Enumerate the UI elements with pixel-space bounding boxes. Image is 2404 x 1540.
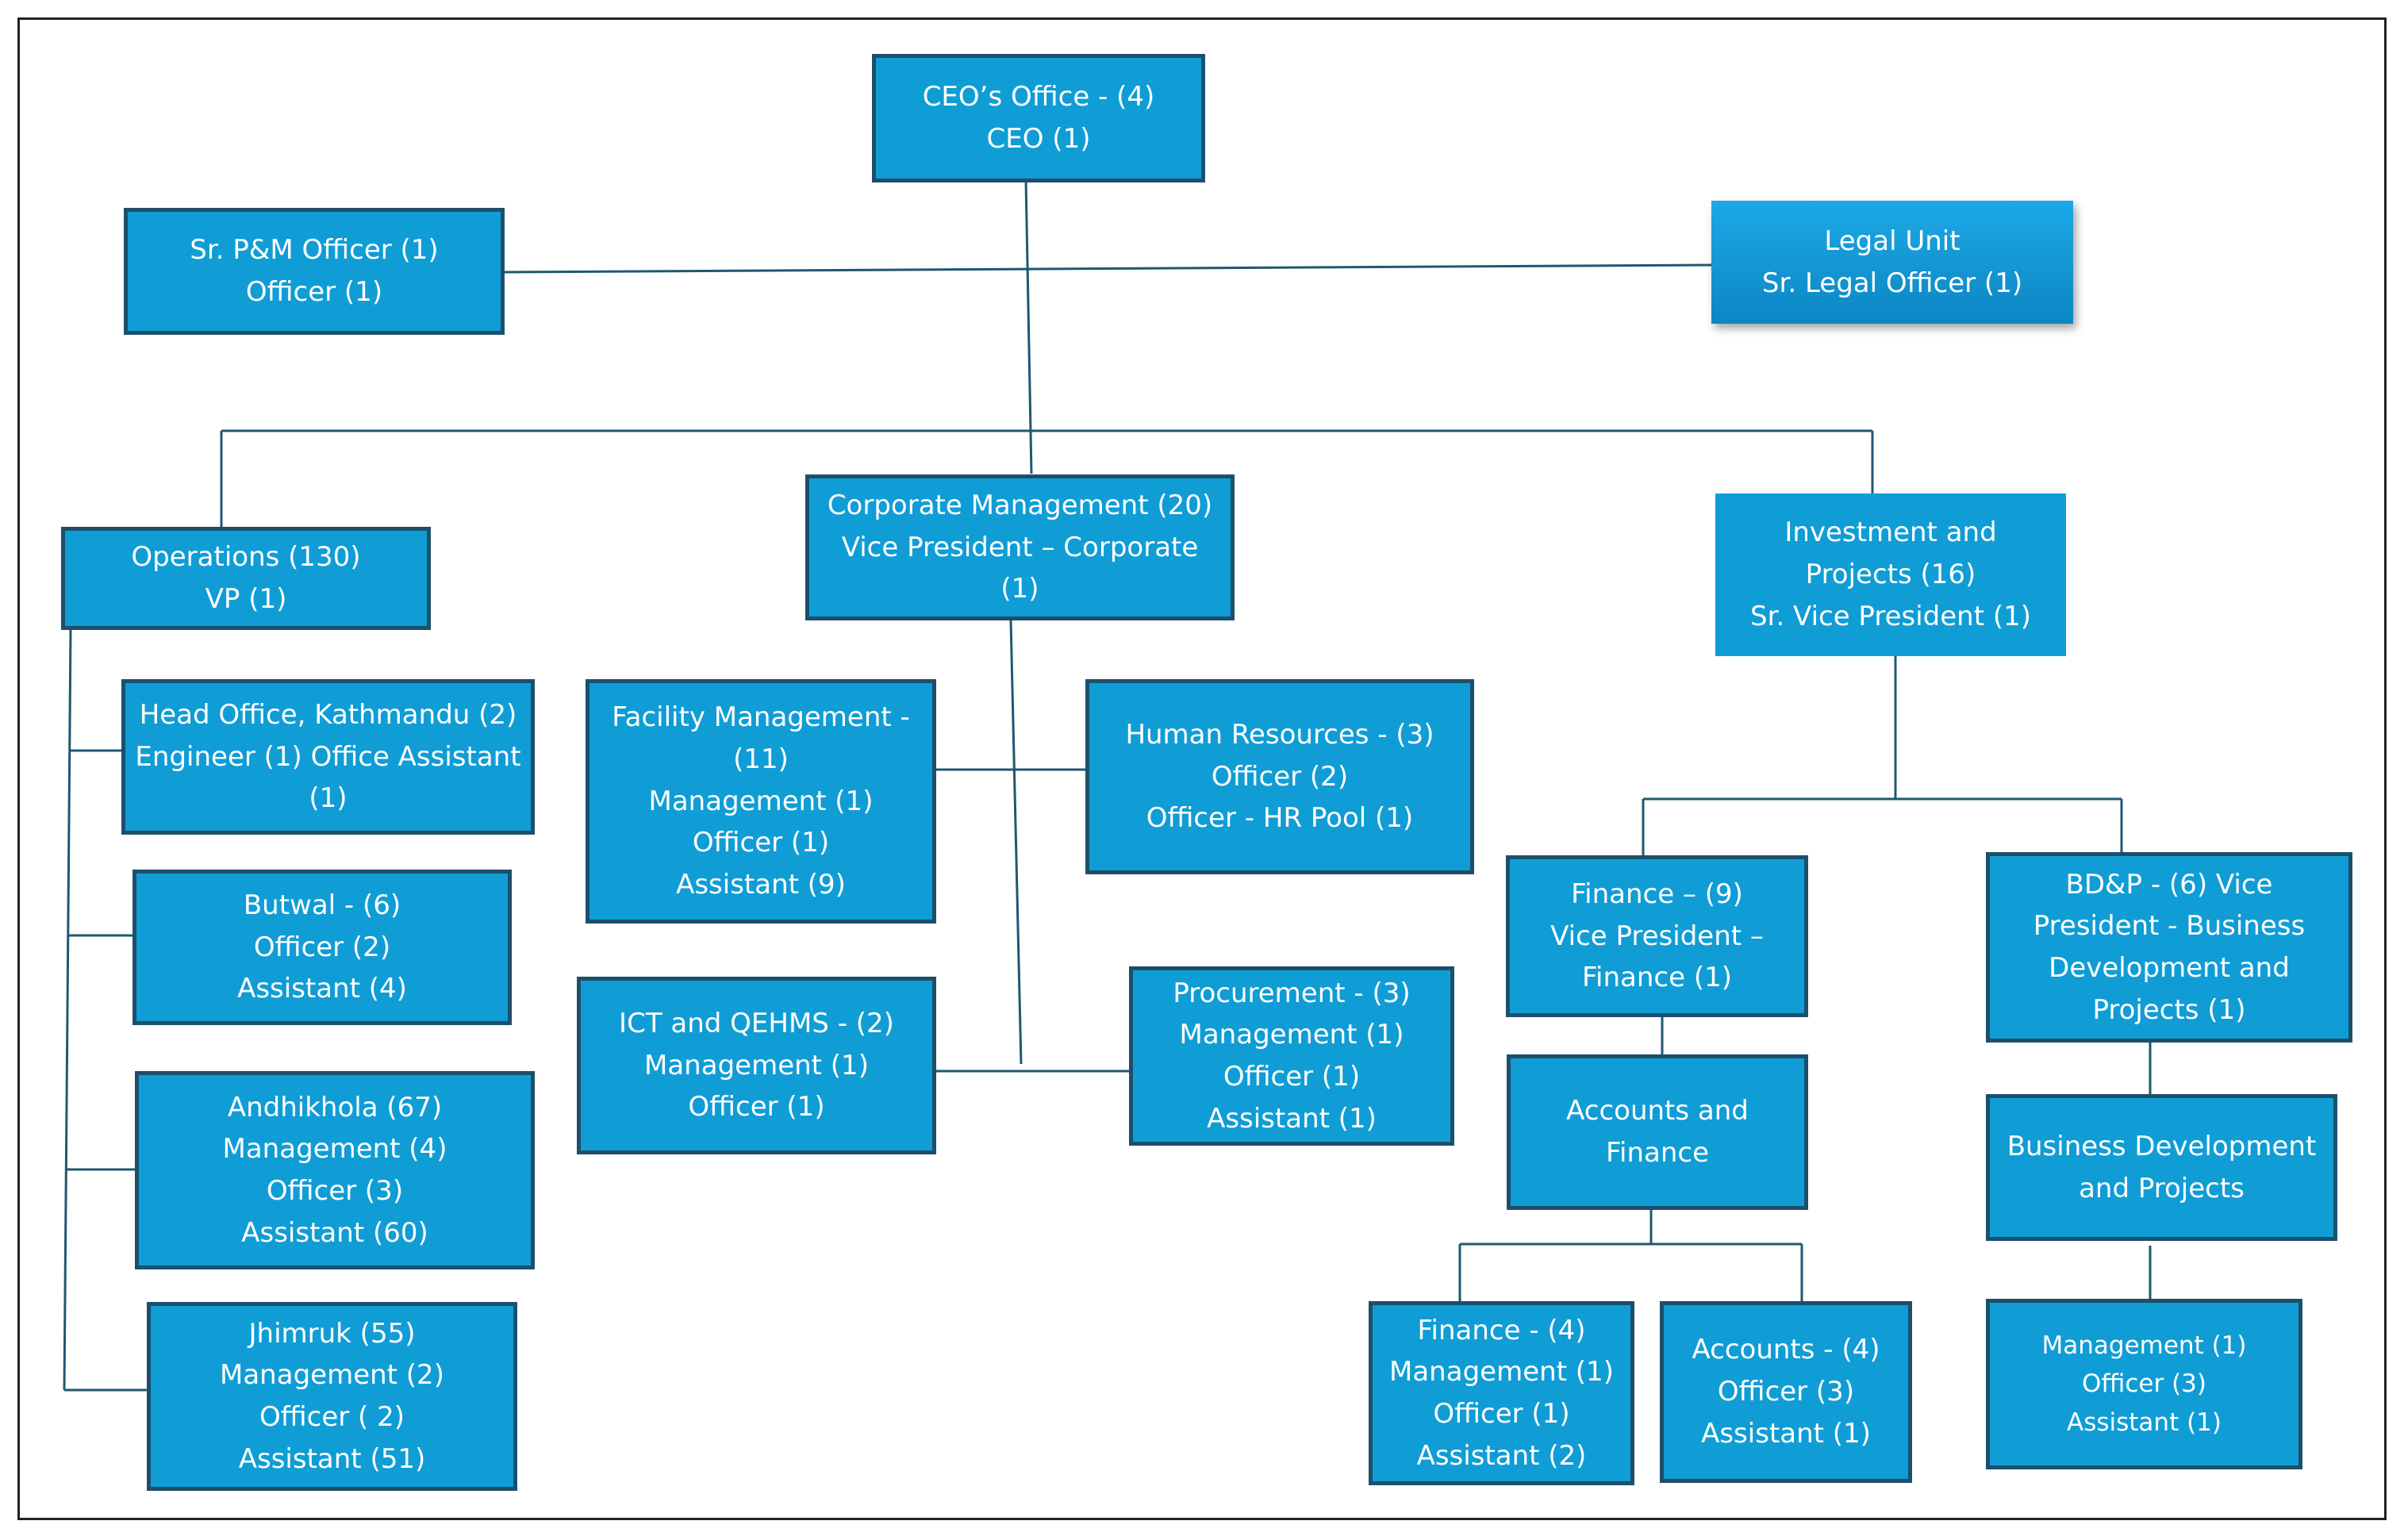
node-line: Sr. Vice President (1) bbox=[1750, 600, 2031, 632]
finance-4-box: Finance - (4) Management (1) Officer (1) As… bbox=[1369, 1301, 1634, 1485]
node-line: Officer (2) bbox=[1211, 760, 1349, 793]
connector bbox=[1009, 620, 1023, 1065]
node-line: Management (1) bbox=[648, 785, 874, 817]
node-line: (11) bbox=[733, 743, 789, 775]
procurement-box: Procurement - (3) Management (1) Officer (… bbox=[1129, 966, 1454, 1146]
node-line: Assistant (2) bbox=[1416, 1439, 1587, 1472]
node-line: Finance bbox=[1605, 1137, 1710, 1169]
node-line: Officer ( 2) bbox=[259, 1401, 405, 1433]
node-line: Operations (130) bbox=[131, 541, 361, 574]
node-line: Management (2) bbox=[220, 1359, 444, 1392]
node-line: Officer (1) bbox=[688, 1091, 825, 1123]
node-line: Investment and bbox=[1784, 517, 1997, 549]
node-line: Finance (1) bbox=[1581, 962, 1733, 994]
node-line: Finance – (9) bbox=[1571, 878, 1743, 910]
connector bbox=[1024, 179, 1033, 474]
node-line: Human Resources - (3) bbox=[1125, 718, 1434, 751]
node-line: Projects (1) bbox=[2092, 993, 2246, 1026]
ict-qehms-box: ICT and QEHMS - (2) Management (1) Officer… bbox=[577, 977, 936, 1154]
node-line: CEO’s Office - (4) bbox=[922, 81, 1155, 113]
node-line: Procurement - (3) bbox=[1173, 977, 1411, 1009]
bd-staff-box: Management (1) Officer (3) Assistant (1) bbox=[1986, 1299, 2302, 1469]
node-line: Officer (3) bbox=[266, 1175, 404, 1207]
node-line: Assistant (51) bbox=[238, 1442, 426, 1475]
accounts-4-box: Accounts - (4) Officer (3) Assistant (1) bbox=[1660, 1301, 1912, 1483]
facility-management-box: Facility Management - (11) Management (1) O… bbox=[586, 679, 936, 924]
node-line: Management (1) bbox=[2041, 1331, 2247, 1361]
node-line: Accounts and bbox=[1566, 1095, 1749, 1127]
node-line: Assistant (60) bbox=[241, 1216, 428, 1249]
head-office-box: Head Office, Kathmandu (2) Engineer (1) O… bbox=[121, 679, 535, 835]
business-development-box: Business Development and Projects bbox=[1986, 1094, 2337, 1241]
node-line: Sr. Legal Officer (1) bbox=[1761, 267, 2023, 299]
chart-frame bbox=[17, 17, 2387, 1520]
node-line: (1) bbox=[1000, 573, 1039, 605]
node-line: Legal Unit bbox=[1824, 225, 1960, 257]
node-line: Officer (2) bbox=[253, 931, 391, 963]
node-line: Accounts - (4) bbox=[1692, 1334, 1880, 1366]
jhimruk-box: Jhimruk (55) Management (2) Officer ( 2) As… bbox=[147, 1302, 517, 1491]
node-line: Assistant (1) bbox=[1207, 1102, 1377, 1135]
node-line: Development and bbox=[2049, 952, 2290, 984]
node-line: ICT and QEHMS - (2) bbox=[619, 1007, 894, 1039]
corporate-management-box: Corporate Management (20) Vice President … bbox=[805, 474, 1235, 620]
node-line: BD&P - (6) Vice bbox=[2065, 868, 2273, 901]
node-line: (1) bbox=[309, 782, 348, 815]
node-line: Officer (1) bbox=[692, 827, 830, 859]
node-line: Facility Management - bbox=[612, 701, 910, 734]
node-line: Projects (16) bbox=[1805, 559, 1976, 591]
node-line: Assistant (1) bbox=[2067, 1408, 2222, 1437]
ceo-office-box: CEO’s Office - (4) CEO (1) bbox=[872, 54, 1205, 182]
node-line: Finance - (4) bbox=[1417, 1314, 1586, 1346]
node-line: Engineer (1) Office Assistant bbox=[135, 740, 521, 773]
node-line: Corporate Management (20) bbox=[827, 489, 1213, 521]
node-line: Head Office, Kathmandu (2) bbox=[139, 698, 517, 731]
node-line: Butwal - (6) bbox=[243, 889, 401, 921]
node-line: Business Development bbox=[2007, 1130, 2317, 1162]
human-resources-box: Human Resources - (3) Officer (2) Officer … bbox=[1085, 679, 1474, 874]
node-line: CEO (1) bbox=[986, 123, 1091, 155]
node-line: VP (1) bbox=[205, 583, 287, 615]
connector bbox=[501, 263, 1714, 274]
pm-officer-box: Sr. P&M Officer (1) Officer (1) bbox=[124, 208, 505, 335]
node-line: Officer (3) bbox=[2082, 1369, 2206, 1399]
node-line: Andhikhola (67) bbox=[227, 1091, 443, 1123]
node-line: Officer - HR Pool (1) bbox=[1146, 802, 1414, 835]
node-line: Sr. P&M Officer (1) bbox=[190, 234, 439, 267]
node-line: Management (1) bbox=[1179, 1019, 1404, 1051]
node-line: and Projects bbox=[2079, 1172, 2245, 1204]
node-line: Officer (1) bbox=[245, 276, 383, 308]
node-line: Officer (1) bbox=[1433, 1398, 1570, 1430]
node-line: Management (1) bbox=[1389, 1356, 1614, 1388]
operations-box: Operations (130) VP (1) bbox=[61, 527, 431, 630]
finance-vp-box: Finance – (9) Vice President – Finance (1) bbox=[1506, 855, 1808, 1017]
node-line: Management (1) bbox=[644, 1049, 869, 1081]
node-line: Vice President – bbox=[1550, 920, 1764, 952]
butwal-box: Butwal - (6) Officer (2) Assistant (4) bbox=[132, 870, 512, 1025]
node-line: Assistant (4) bbox=[237, 973, 407, 1005]
node-line: Officer (3) bbox=[1717, 1376, 1855, 1408]
node-line: Management (4) bbox=[222, 1133, 447, 1166]
connector bbox=[63, 628, 72, 1391]
node-line: Assistant (9) bbox=[676, 869, 846, 901]
andhikhola-box: Andhikhola (67) Management (4) Officer (3)… bbox=[135, 1071, 535, 1269]
node-line: Officer (1) bbox=[1223, 1061, 1361, 1093]
node-line: Vice President – Corporate bbox=[841, 531, 1199, 563]
node-line: President - Business bbox=[2033, 910, 2306, 943]
node-line: Assistant (1) bbox=[1701, 1417, 1871, 1450]
node-line: Jhimruk (55) bbox=[248, 1317, 416, 1350]
